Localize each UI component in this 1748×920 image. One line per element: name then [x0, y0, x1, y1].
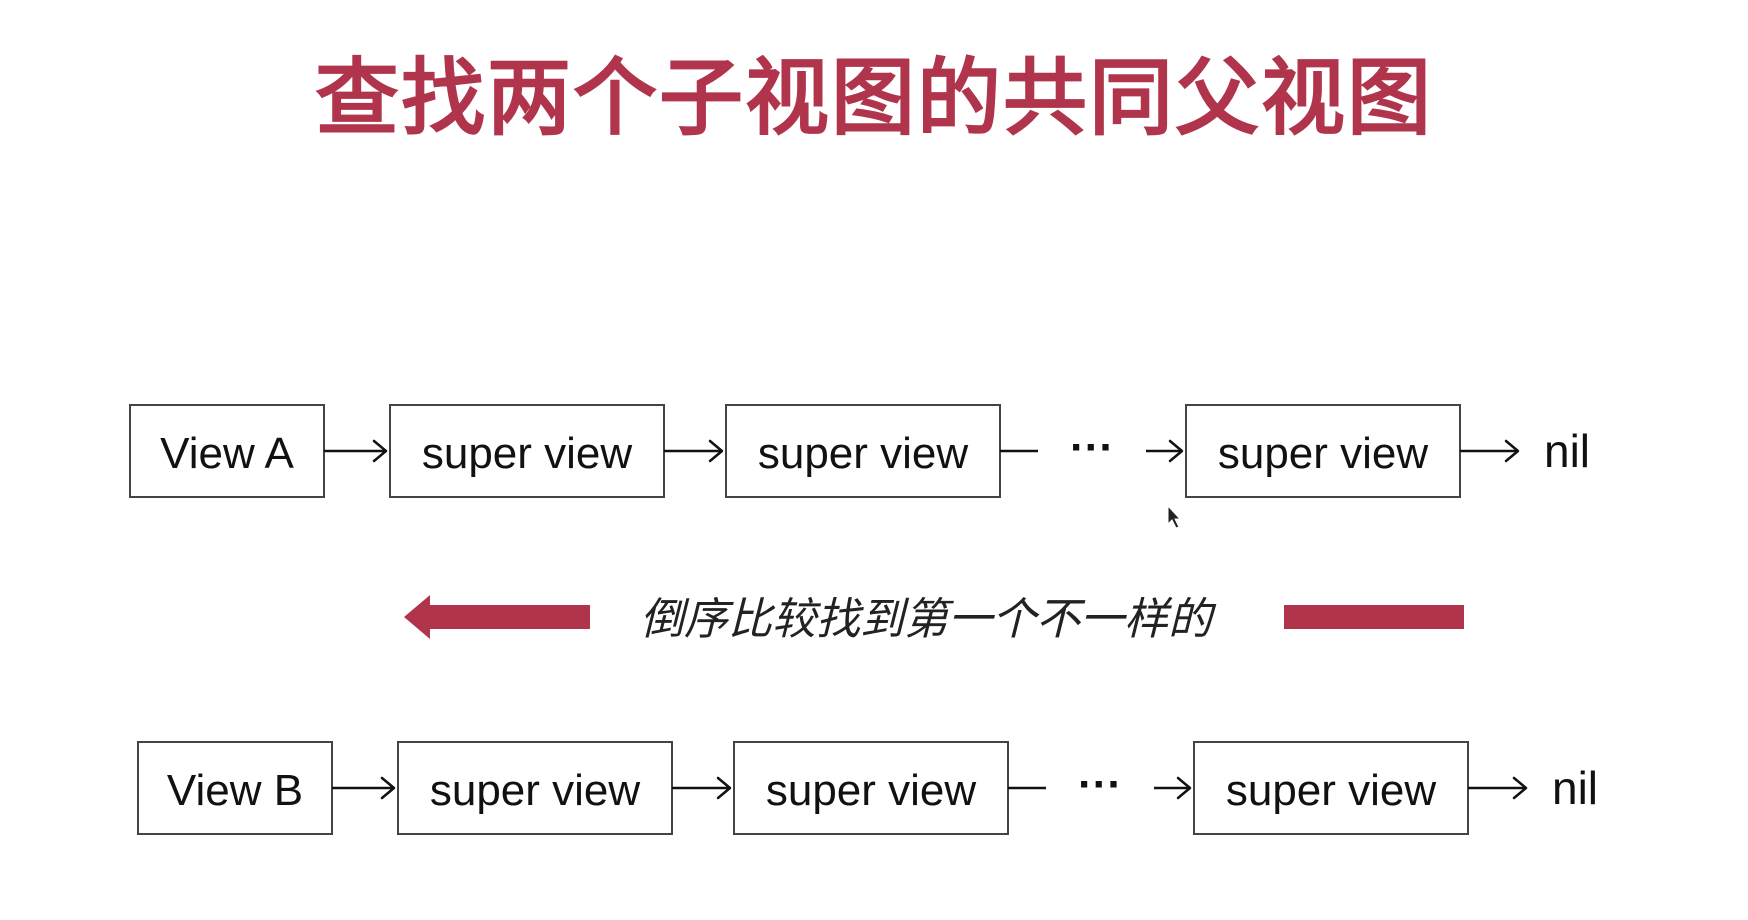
arrowhead-b-2	[716, 776, 732, 800]
ellipsis-b: ···	[1078, 760, 1122, 809]
chain-b: View B super view super view ··· super v…	[137, 741, 1598, 835]
super-view-b-2-label: super view	[766, 766, 977, 815]
slide-title: 查找两个子视图的共同父视图	[314, 49, 1433, 147]
super-view-a-1-label: super view	[422, 429, 633, 478]
arrowhead-a-1	[372, 439, 388, 463]
arrowhead-b-5	[1512, 776, 1528, 800]
super-view-a-3-label: super view	[1218, 429, 1429, 478]
super-view-a-2-label: super view	[758, 429, 969, 478]
super-view-b-1-label: super view	[430, 766, 641, 815]
compare-row: 倒序比较找到第一个不一样的	[404, 594, 1464, 645]
view-a-label: View A	[160, 429, 294, 478]
arrowhead-b-4	[1176, 776, 1192, 800]
ellipsis-a: ···	[1070, 423, 1114, 472]
arrowhead-b-1	[380, 776, 396, 800]
compare-label: 倒序比较找到第一个不一样的	[640, 594, 1217, 645]
arrowhead-a-2	[708, 439, 724, 463]
left-arrow-icon	[404, 595, 590, 639]
super-view-b-2-box	[733, 741, 1009, 835]
nil-a-label: nil	[1544, 425, 1590, 477]
view-b-label: View B	[167, 766, 303, 815]
super-view-a-1-box	[389, 404, 665, 498]
mouse-cursor-icon	[1167, 504, 1182, 529]
super-view-a-2-box	[725, 404, 1001, 498]
arrowhead-a-4	[1168, 439, 1184, 463]
super-view-b-1-box	[397, 741, 673, 835]
nil-b-label: nil	[1552, 762, 1598, 814]
super-view-b-3-box	[1193, 741, 1469, 835]
arrowhead-a-5	[1504, 439, 1520, 463]
compare-bar	[1284, 605, 1464, 629]
view-b-box	[137, 741, 333, 835]
super-view-a-3-box	[1185, 404, 1461, 498]
super-view-b-3-label: super view	[1226, 766, 1437, 815]
chain-a: View A super view super view ··· super v…	[129, 404, 1590, 498]
view-a-box	[129, 404, 325, 498]
